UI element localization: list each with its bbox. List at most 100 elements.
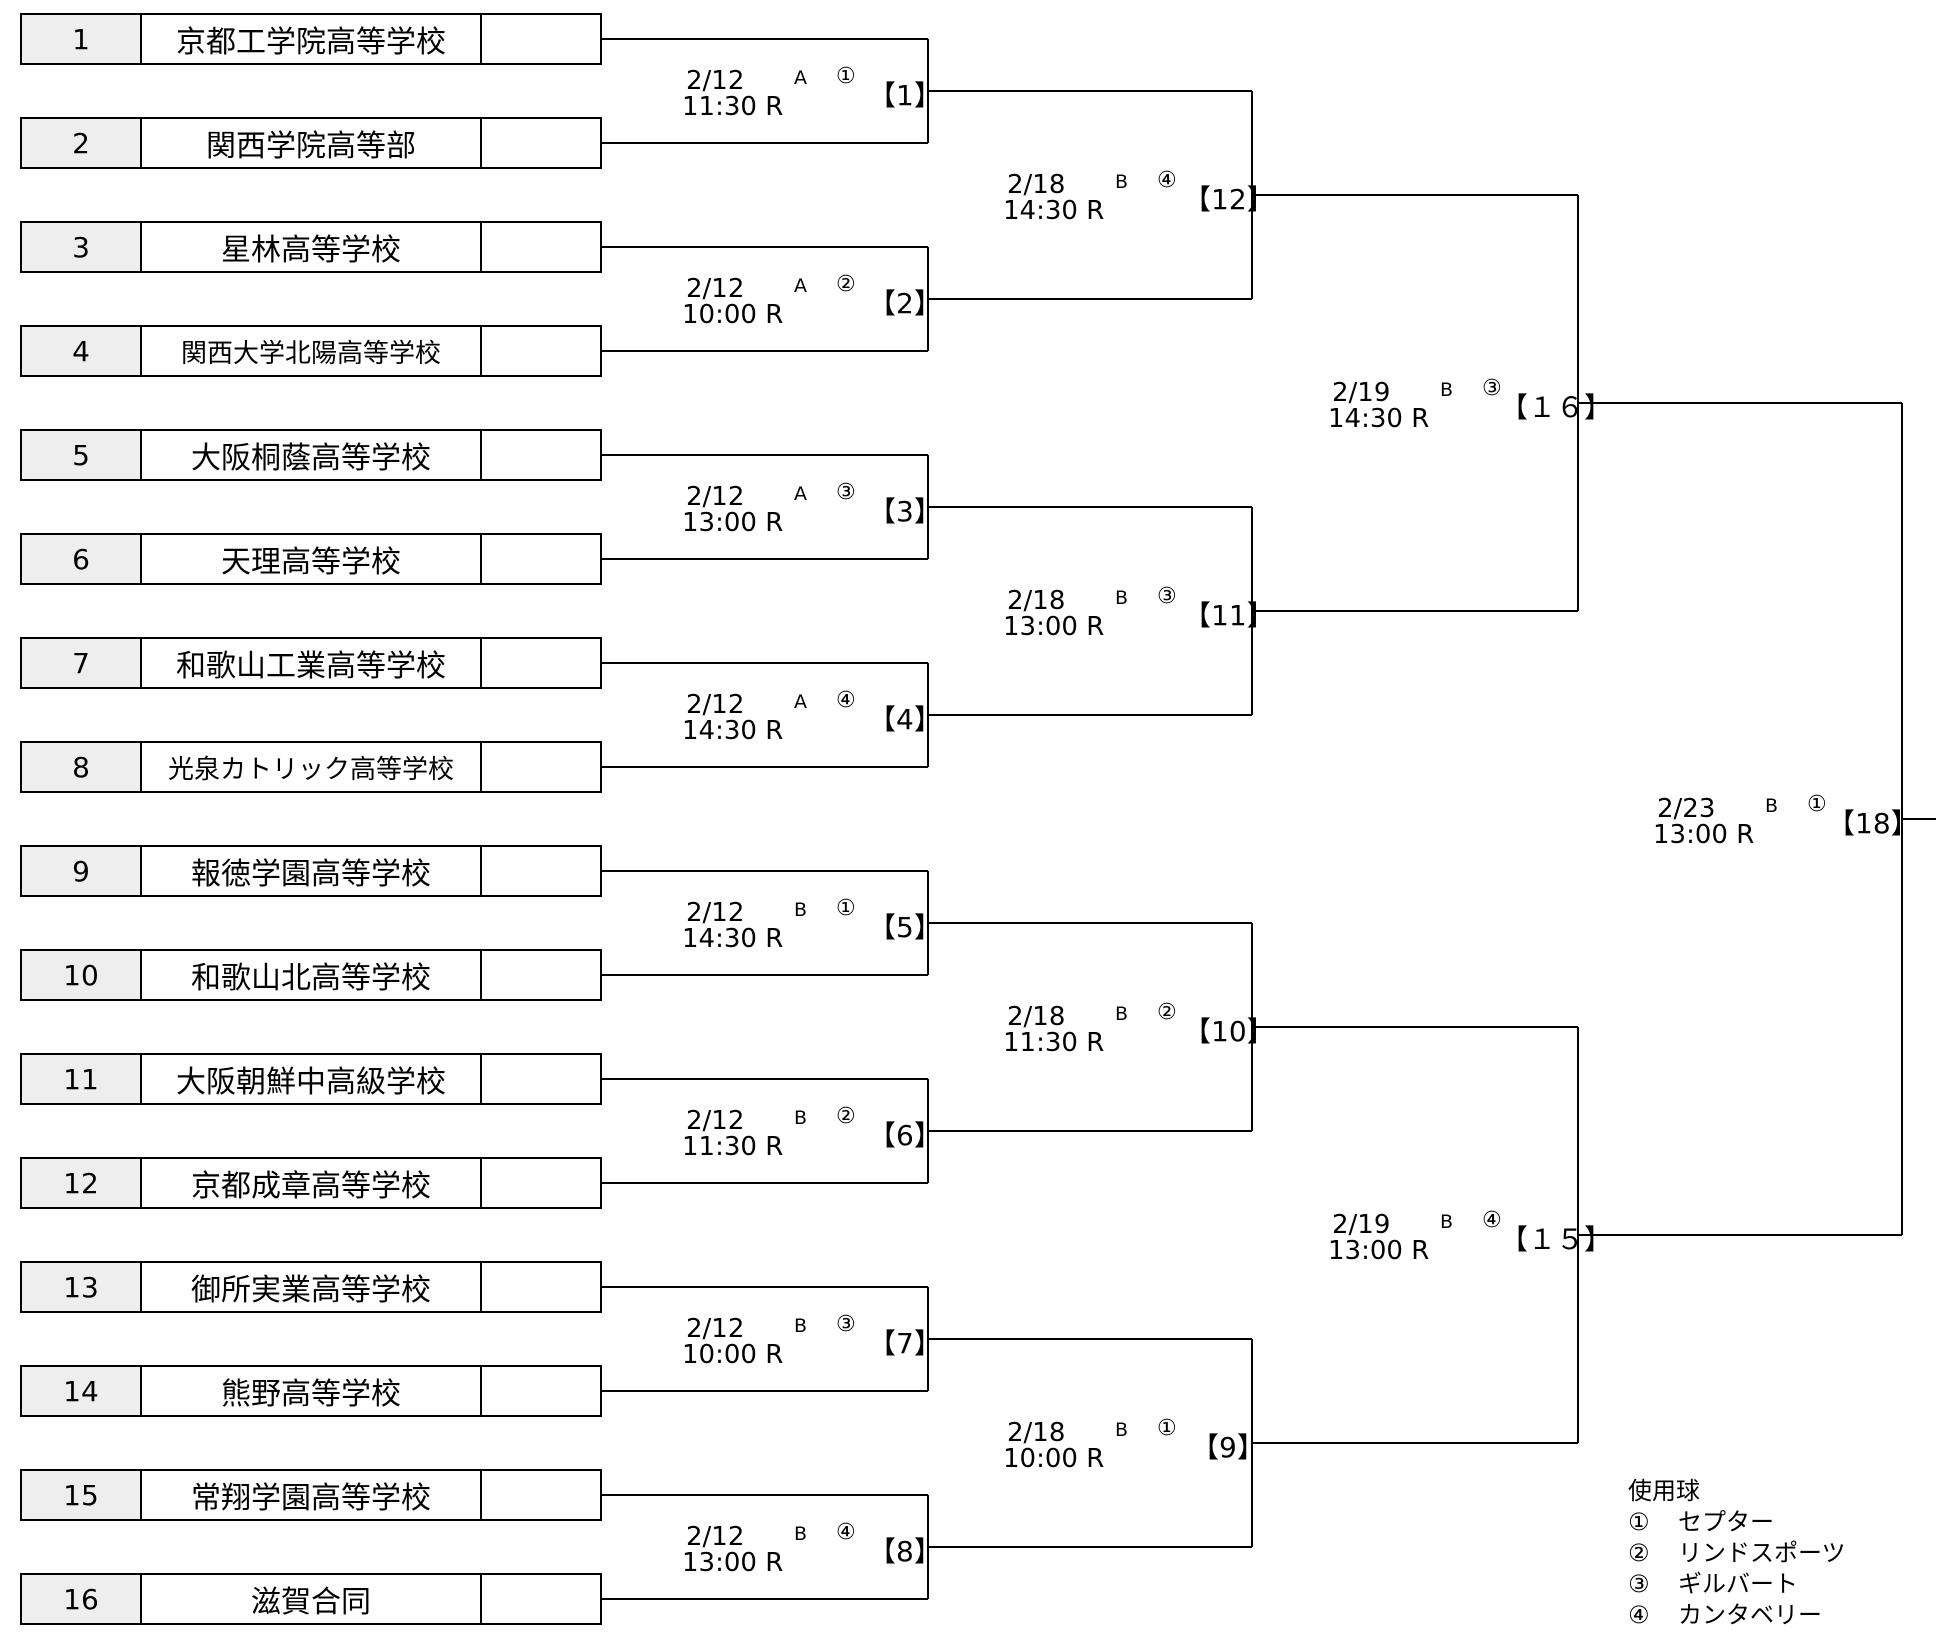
match-court: A xyxy=(794,275,807,297)
legend-item: ① セプター xyxy=(1628,1507,1846,1538)
team-row: 8 光泉カトリック高等学校 xyxy=(20,741,602,793)
match-number: 【6】 xyxy=(868,1119,942,1152)
team-score-cell xyxy=(482,847,600,895)
match-number: 【8】 xyxy=(868,1535,942,1568)
team-seed: 12 xyxy=(22,1159,142,1207)
match-court: A xyxy=(794,691,807,713)
match-court: B xyxy=(1115,587,1129,609)
match-date: 2/18 xyxy=(1007,1418,1066,1448)
match-number: 【5】 xyxy=(868,911,942,944)
match-ball: ① xyxy=(1157,1416,1177,1441)
team-seed: 4 xyxy=(22,327,142,375)
team-row: 15 常翔学園高等学校 xyxy=(20,1469,602,1521)
team-score-cell xyxy=(482,639,600,687)
team-score-cell xyxy=(482,431,600,479)
team-seed: 13 xyxy=(22,1263,142,1311)
team-seed: 14 xyxy=(22,1367,142,1415)
team-name: 天理高等学校 xyxy=(142,535,482,583)
team-row: 4 関西大学北陽高等学校 xyxy=(20,325,602,377)
match-number: 【4】 xyxy=(868,703,942,736)
match-date: 2/12 xyxy=(686,898,745,928)
match-time: 14:30 R xyxy=(1003,196,1105,226)
legend-label: セプター xyxy=(1678,1508,1774,1536)
legend-mark: ③ xyxy=(1628,1570,1650,1598)
team-seed: 11 xyxy=(22,1055,142,1103)
team-name: 京都工学院高等学校 xyxy=(142,15,482,63)
match-number: 【10】 xyxy=(1183,1015,1275,1048)
match-time: 13:00 R xyxy=(1653,820,1755,850)
match-ball: ② xyxy=(836,272,856,297)
team-name: 熊野高等学校 xyxy=(142,1367,482,1415)
match-court: B xyxy=(1115,1003,1129,1025)
team-score-cell xyxy=(482,951,600,999)
match-time: 13:00 R xyxy=(682,508,784,538)
match-ball: ② xyxy=(1157,1000,1177,1025)
team-score-cell xyxy=(482,535,600,583)
team-seed: 7 xyxy=(22,639,142,687)
team-row: 14 熊野高等学校 xyxy=(20,1365,602,1417)
match-court: A xyxy=(794,67,807,89)
team-score-cell xyxy=(482,1055,600,1103)
match-number: 【１６】 xyxy=(1500,391,1613,424)
match-time: 11:30 R xyxy=(1003,1028,1105,1058)
team-name: 滋賀合同 xyxy=(142,1575,482,1623)
team-seed: 6 xyxy=(22,535,142,583)
match-date: 2/12 xyxy=(686,1522,745,1552)
team-score-cell xyxy=(482,327,600,375)
team-name: 関西学院高等部 xyxy=(142,119,482,167)
match-court: A xyxy=(794,483,807,505)
match-number: 【7】 xyxy=(868,1327,942,1360)
match-ball: ③ xyxy=(1482,376,1502,401)
team-score-cell xyxy=(482,1263,600,1311)
team-name: 関西大学北陽高等学校 xyxy=(142,327,482,375)
match-number: 【12】 xyxy=(1183,183,1275,216)
match-time: 13:00 R xyxy=(1003,612,1105,642)
match-court: B xyxy=(1440,379,1454,401)
match-number: 【18】 xyxy=(1827,807,1919,840)
match-number: 【3】 xyxy=(868,495,942,528)
team-row: 9 報徳学園高等学校 xyxy=(20,845,602,897)
team-row: 1 京都工学院高等学校 xyxy=(20,13,602,65)
team-seed: 3 xyxy=(22,223,142,271)
match-time: 11:30 R xyxy=(682,1132,784,1162)
team-row: 7 和歌山工業高等学校 xyxy=(20,637,602,689)
match-date: 2/12 xyxy=(686,690,745,720)
match-court: B xyxy=(794,1523,808,1545)
team-name: 大阪桐蔭高等学校 xyxy=(142,431,482,479)
match-date: 2/12 xyxy=(686,482,745,512)
team-row: 5 大阪桐蔭高等学校 xyxy=(20,429,602,481)
legend-mark: ② xyxy=(1628,1539,1650,1567)
match-date: 2/18 xyxy=(1007,1002,1066,1032)
match-court: B xyxy=(794,1315,808,1337)
match-number: 【１５】 xyxy=(1500,1223,1613,1256)
team-score-cell xyxy=(482,1575,600,1623)
match-number: 【2】 xyxy=(868,287,942,320)
match-court: B xyxy=(1115,171,1129,193)
match-number: 【1】 xyxy=(868,79,942,112)
team-row: 6 天理高等学校 xyxy=(20,533,602,585)
match-time: 14:30 R xyxy=(682,924,784,954)
match-date: 2/23 xyxy=(1657,794,1716,824)
legend-label: カンタベリー xyxy=(1678,1601,1822,1629)
team-row: 11 大阪朝鮮中高級学校 xyxy=(20,1053,602,1105)
team-name: 御所実業高等学校 xyxy=(142,1263,482,1311)
legend-mark: ① xyxy=(1628,1508,1650,1536)
match-time: 14:30 R xyxy=(1328,404,1430,434)
team-score-cell xyxy=(482,1367,600,1415)
team-seed: 1 xyxy=(22,15,142,63)
match-court: B xyxy=(794,1107,808,1129)
team-name: 和歌山北高等学校 xyxy=(142,951,482,999)
match-date: 2/18 xyxy=(1007,170,1066,200)
team-score-cell xyxy=(482,1471,600,1519)
team-row: 10 和歌山北高等学校 xyxy=(20,949,602,1001)
team-name: 大阪朝鮮中高級学校 xyxy=(142,1055,482,1103)
match-court: B xyxy=(1440,1211,1454,1233)
team-seed: 10 xyxy=(22,951,142,999)
match-date: 2/19 xyxy=(1332,378,1391,408)
match-ball: ① xyxy=(1807,792,1827,817)
match-date: 2/18 xyxy=(1007,586,1066,616)
team-name: 光泉カトリック高等学校 xyxy=(142,743,482,791)
